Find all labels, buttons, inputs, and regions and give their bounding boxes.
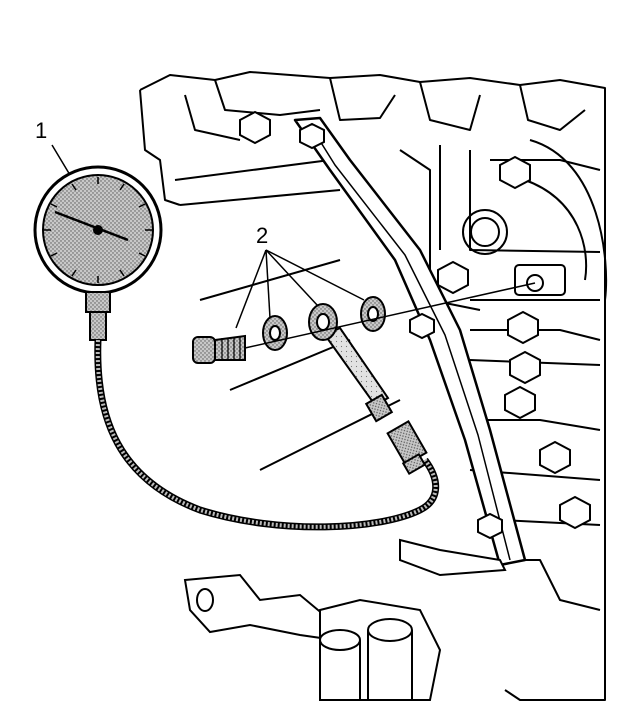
hose-fitting	[386, 420, 428, 476]
callout-1: 1	[35, 118, 48, 143]
gauge-hose	[94, 339, 440, 531]
engine-block	[139, 71, 606, 701]
callout-2: 2	[256, 223, 269, 248]
housing	[462, 139, 608, 301]
bolts	[239, 110, 591, 540]
alignment-line	[244, 282, 536, 349]
port-fitting	[514, 264, 566, 296]
banjo-fitting	[308, 303, 394, 423]
washers	[262, 296, 386, 351]
banjo-bolt	[192, 334, 246, 364]
leader-lines	[51, 144, 365, 329]
lower-components	[183, 538, 507, 701]
pressure-gauge	[33, 165, 163, 341]
